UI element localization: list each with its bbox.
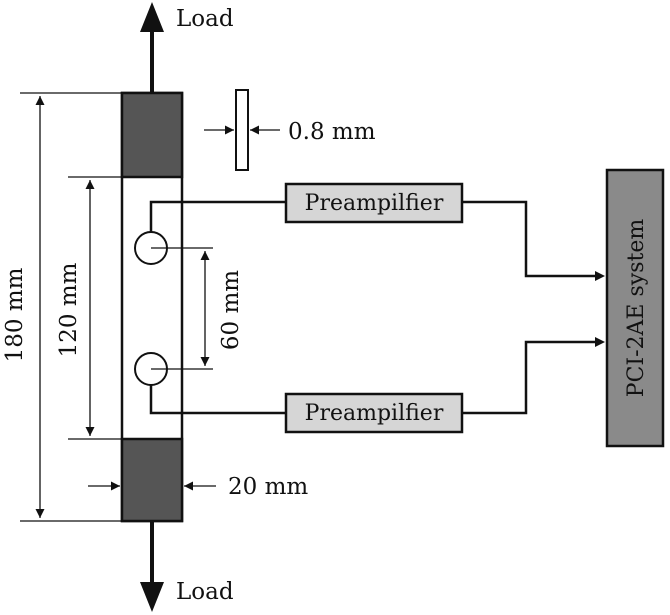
preamplifier-bottom: [284, 392, 464, 434]
gauge-length-label: 120 mm: [56, 262, 82, 357]
wire-preamp-top-to-system: [462, 200, 605, 281]
load-arrow-top: [140, 2, 164, 93]
pci-2ae-system-label: PCI-2AE system: [624, 219, 649, 398]
width-label: 20 mm: [228, 474, 308, 500]
preamplifier-bottom-label: Preampilfier: [305, 401, 444, 426]
sensor-spacing-label: 60 mm: [218, 270, 244, 350]
preamplifier-top: [284, 182, 464, 224]
total-length-label: 180 mm: [2, 267, 28, 362]
arrowhead-up-icon: [140, 2, 164, 32]
preamplifier-top-label: Preampilfier: [305, 191, 444, 216]
thickness-label: 0.8 mm: [288, 119, 376, 145]
dimension-gauge-length: [68, 176, 122, 440]
wire-sensor-top: [149, 200, 286, 232]
dimension-sensor-spacing: [151, 247, 213, 370]
grip-bottom: [120, 437, 184, 523]
pci-2ae-system: [605, 168, 665, 448]
wire-preamp-bottom-to-system: [462, 337, 605, 415]
load-label-bottom: Load: [176, 579, 234, 605]
wire-sensor-bottom: [149, 385, 286, 415]
load-label-top: Load: [176, 6, 234, 32]
load-arrow-bottom: [140, 520, 164, 612]
arrowhead-down-icon: [140, 582, 164, 612]
dimension-total-length: [20, 92, 122, 522]
thickness-section: [235, 89, 249, 171]
grip-top: [120, 91, 184, 179]
